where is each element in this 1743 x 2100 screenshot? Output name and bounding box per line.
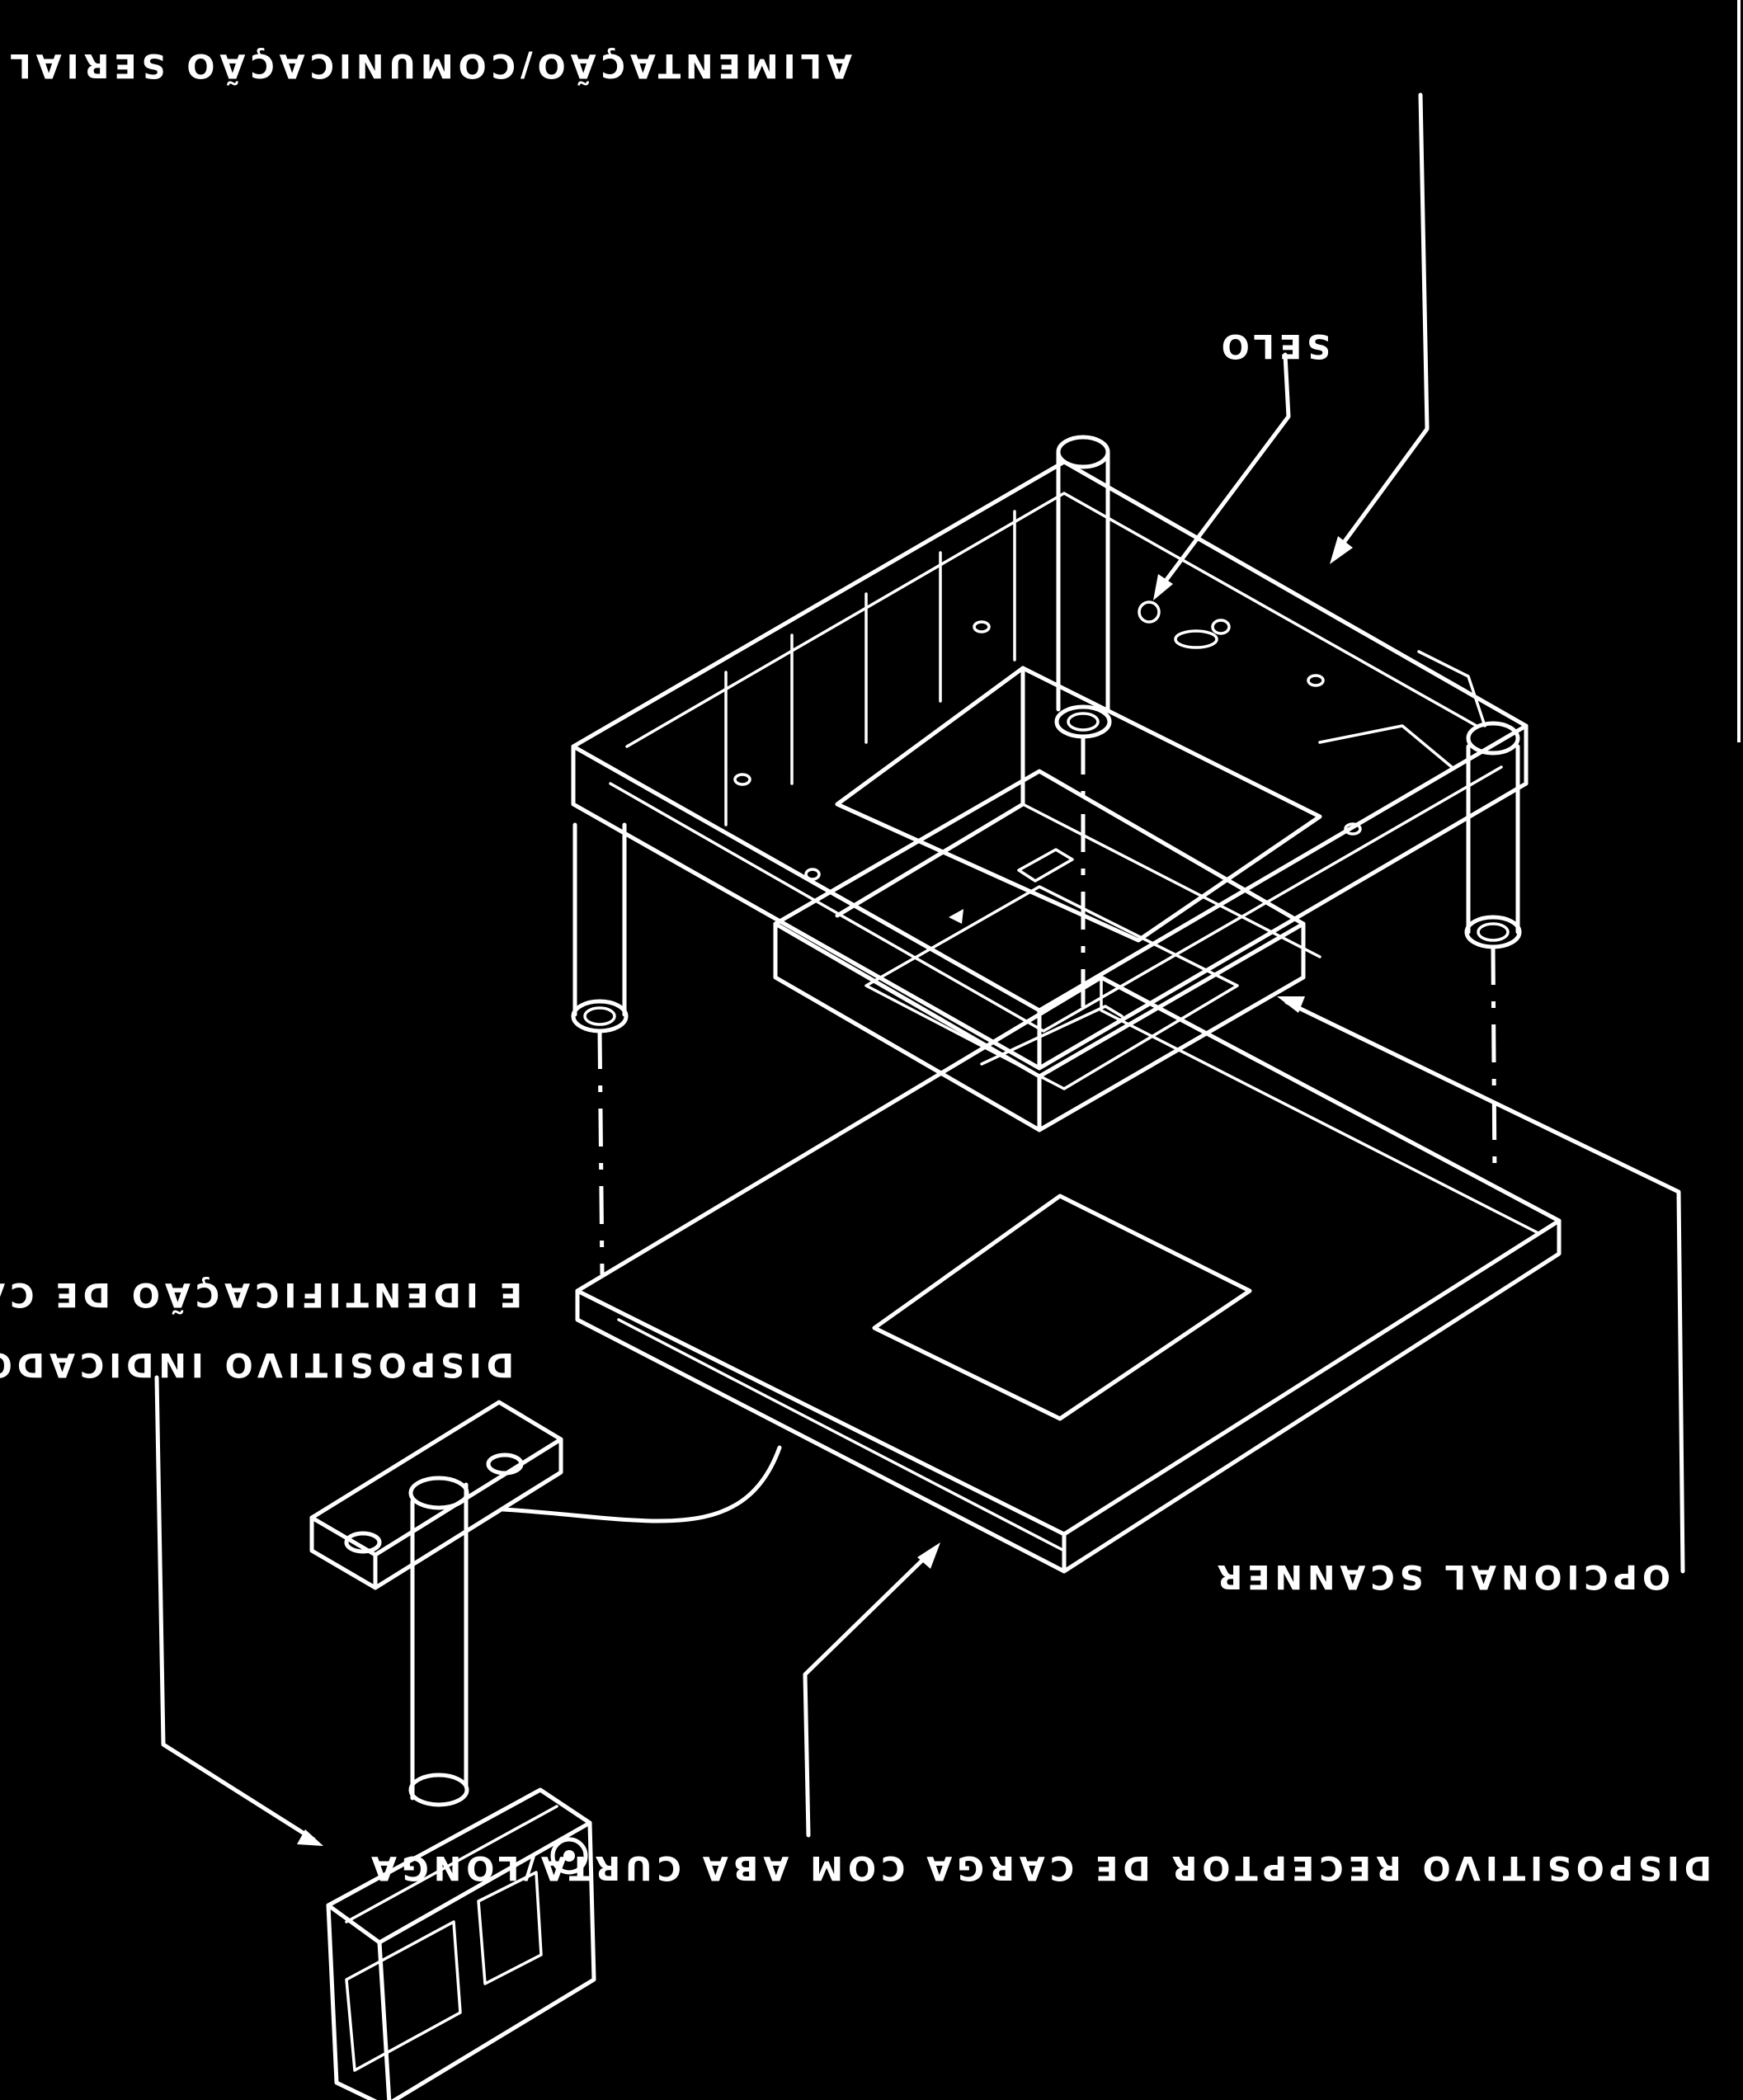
keypad-panel [477, 1871, 543, 1985]
leg-front-left [571, 822, 629, 1034]
arrow-seal [1153, 574, 1173, 600]
indicator-pole [408, 1476, 469, 1807]
leader-seal [1157, 352, 1291, 592]
platter-center-window [872, 1194, 1252, 1421]
leader-indicator [154, 1375, 316, 1842]
platter [575, 975, 1562, 1574]
label-scanner: OPCIONAL SCANNER [1212, 1557, 1670, 1595]
arrow-power-serial [1330, 536, 1353, 564]
leg-back-right [1464, 721, 1522, 949]
indicator-cable [501, 1445, 782, 1523]
align-line-right [1491, 946, 1497, 1180]
indicator-display [326, 1787, 596, 2100]
arrow-indicator [297, 1829, 323, 1846]
load-cell-box [773, 666, 1322, 1132]
label-indicator-line2: E IDENTIFICAÇÃO DE CAPACIDADE [0, 1275, 522, 1316]
arrow-load-receptor [917, 1542, 940, 1569]
label-indicator-line1: DISPOSITIVO INDICADOR/TECLADO [0, 1345, 514, 1383]
indicator-mount [309, 1400, 563, 1590]
arrow-scanner [1277, 996, 1305, 1013]
base-frame [571, 459, 1529, 1071]
leg-back-left [1054, 435, 1112, 739]
leader-load-receptor [803, 1548, 935, 1838]
label-power-serial: ALIMENTAÇÃO/COMUNICAÇÃO SERIAL [5, 46, 852, 87]
leader-scanner [1284, 1000, 1685, 1574]
label-seal: SELO [1217, 327, 1331, 365]
align-line-left [597, 1030, 605, 1275]
indicator-knob [550, 1837, 588, 1875]
display-screen [345, 1920, 462, 2072]
leader-power-serial [1334, 92, 1430, 555]
